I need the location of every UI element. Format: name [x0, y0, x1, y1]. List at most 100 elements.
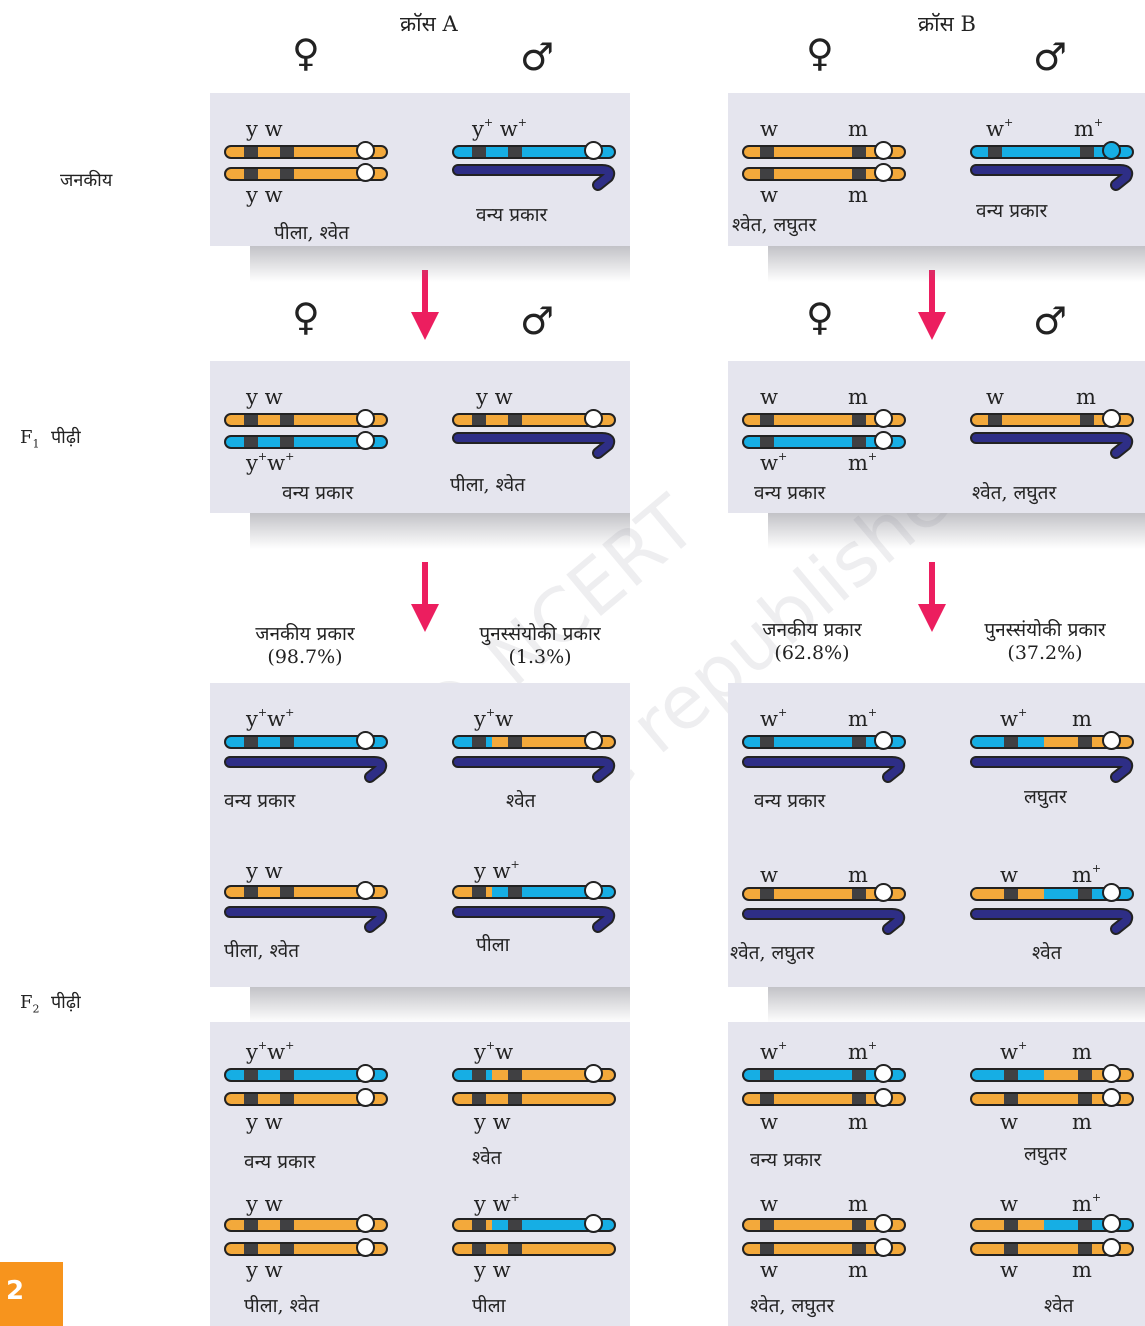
y-chromosome: [970, 432, 1134, 459]
cross-a-title: क्रॉस A: [400, 12, 458, 36]
phenotype-caption: पीला: [476, 934, 510, 956]
f1-prefix: F: [20, 427, 33, 448]
panel-shadow: [250, 987, 630, 1023]
header-b-recombinant-label: पुनस्संयोकी प्रकार: [984, 619, 1106, 641]
centromere: [1102, 141, 1121, 160]
y-chromosome: [224, 906, 388, 933]
allele-label: y+ w+: [472, 116, 527, 141]
allele-label: w: [760, 863, 778, 887]
x-chromosome: [224, 1068, 388, 1082]
allele-label: m: [848, 117, 868, 141]
centromere: [1102, 1064, 1121, 1083]
centromere: [1102, 731, 1121, 750]
centromere: [356, 1064, 375, 1083]
gene-band: [852, 1220, 866, 1230]
gene-band: [852, 889, 866, 899]
allele-label: m+: [848, 706, 878, 731]
x-chromosome: [224, 735, 388, 749]
down-arrow-icon: [411, 562, 439, 632]
gene-band: [280, 1094, 294, 1104]
gene-band: [472, 737, 486, 747]
allele-label: m+: [848, 1039, 878, 1064]
gene-band: [1078, 889, 1092, 899]
header-b-parental-label: जनकीय प्रकार: [762, 619, 862, 641]
phenotype-caption: श्वेत: [472, 1147, 502, 1169]
centromere: [356, 1238, 375, 1257]
allele-label: y w: [246, 1110, 283, 1134]
centromere: [356, 163, 375, 182]
allele-label: y w: [246, 1258, 283, 1282]
gene-band: [852, 1244, 866, 1254]
centromere: [584, 141, 603, 160]
panel-b-f2-female: w+ m+ w m वन्य प्रकार w+ m w m लघुतर w m…: [728, 1022, 1145, 1326]
x-chromosome: [224, 885, 388, 899]
allele-label: y w: [474, 1258, 511, 1282]
allele-label: m: [1072, 707, 1092, 731]
allele-label: y w: [246, 183, 283, 207]
allele-label: m: [848, 1192, 868, 1216]
gene-band: [1004, 1070, 1018, 1080]
centromere: [356, 409, 375, 428]
gene-band: [1004, 1094, 1018, 1104]
header-a-parental-label: जनकीय प्रकार: [255, 623, 355, 645]
gene-band: [508, 415, 522, 425]
header-b-parental-pct: (62.8%): [774, 642, 850, 664]
panel-a-parental: y w y w पीला, श्वेत y+ w+ वन्य प्रकार: [210, 93, 630, 246]
female-symbol-icon: ♀: [292, 295, 320, 339]
phenotype-caption: वन्य प्रकार: [476, 204, 548, 226]
allele-label: y w+: [474, 858, 520, 883]
allele-label: m: [848, 863, 868, 887]
gene-band: [472, 1070, 486, 1080]
page-number: 2: [6, 1276, 25, 1306]
x-chromosome: [224, 1242, 388, 1256]
gene-band: [508, 1094, 522, 1104]
gene-band: [760, 737, 774, 747]
centromere: [356, 141, 375, 160]
allele-label: y w: [476, 385, 513, 409]
x-chromosome: [224, 413, 388, 427]
panel-a-f1: y w y+w+ वन्य प्रकार y w पीला, श्वेत: [210, 361, 630, 513]
gene-band: [1080, 147, 1094, 157]
panel-b-f2-male: w+ m+ वन्य प्रकार w+ m लघुतर w m श्वेत, …: [728, 683, 1145, 987]
y-chromosome: [224, 756, 388, 783]
gene-band: [472, 1244, 486, 1254]
phenotype-caption: लघुतर: [1024, 786, 1067, 808]
y-chromosome: [970, 756, 1134, 783]
panel-shadow: [768, 987, 1145, 1023]
allele-label: y w: [246, 117, 283, 141]
phenotype-caption: श्वेत: [1044, 1295, 1074, 1317]
allele-label: w+: [986, 116, 1014, 141]
allele-label: y w: [246, 859, 283, 883]
panel-b-f1: w m w+ m+ वन्य प्रकार w m श्वेत, लघुतर: [728, 361, 1145, 513]
y-chromosome: [452, 906, 616, 933]
centromere: [1102, 1214, 1121, 1233]
phenotype-caption: पीला, श्वेत: [244, 1295, 320, 1317]
gene-band: [1004, 1244, 1018, 1254]
gene-band: [508, 1220, 522, 1230]
centromere: [874, 431, 893, 450]
gene-band: [508, 1244, 522, 1254]
allele-label: m+: [1072, 862, 1102, 887]
allele-label: w+: [760, 450, 788, 475]
gene-band: [988, 147, 1002, 157]
panel-a-f2-male: y+w+ वन्य प्रकार y+w श्वेत y w पीला, श्व…: [210, 683, 630, 987]
gene-band: [244, 147, 258, 157]
row-label-f1: F1 पीढ़ी: [20, 425, 81, 451]
gene-band: [244, 1244, 258, 1254]
allele-label: m: [848, 183, 868, 207]
panel-shadow: [250, 246, 630, 282]
f1-label: पीढ़ी: [50, 427, 81, 448]
centromere: [356, 1088, 375, 1107]
allele-label: m+: [848, 450, 878, 475]
gene-band: [1004, 1220, 1018, 1230]
centromere: [584, 1064, 603, 1083]
header-a-recombinant-pct: (1.3%): [508, 646, 572, 668]
y-chromosome: [970, 164, 1134, 191]
female-symbol-icon: ♀: [806, 31, 834, 75]
gene-band: [280, 1220, 294, 1230]
allele-label: w: [760, 1110, 778, 1134]
panel-shadow: [250, 513, 630, 549]
header-b-recombinant: पुनस्संयोकी प्रकार (37.2%): [950, 616, 1140, 664]
centromere: [356, 731, 375, 750]
x-chromosome: [452, 1068, 616, 1082]
